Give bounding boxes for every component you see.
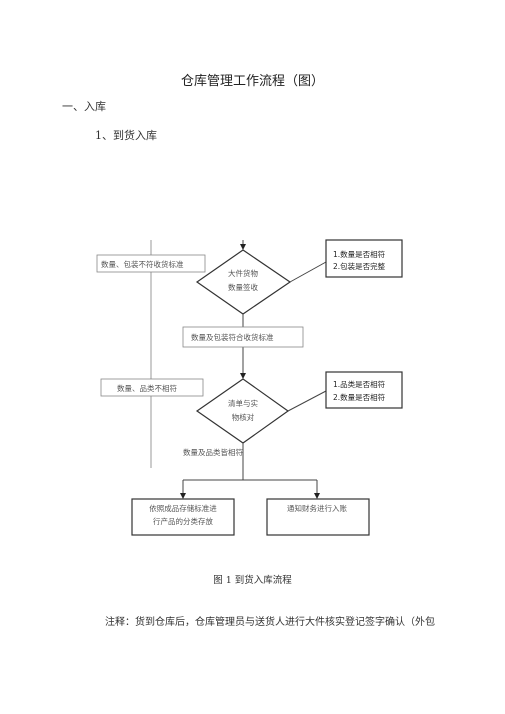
storage-box-line1: 依照成品存储标准进 [149, 503, 217, 513]
pass-box-1-label: 数量及包装符合收货标准 [191, 332, 274, 342]
finance-box-label: 通知财务进行入账 [287, 503, 347, 513]
reject-box-2-label: 数量、品类不相符 [117, 383, 177, 393]
match-label: 数量及品类皆相符 [183, 447, 243, 457]
page-title: 仓库管理工作流程（图） [180, 74, 324, 89]
diamond2-line1: 清单与实 [228, 398, 258, 408]
reject-box-1 [96, 254, 206, 273]
storage-box [131, 498, 235, 536]
diamond1-line2: 数量签收 [228, 282, 258, 292]
diamond2-line2: 物核对 [232, 412, 255, 422]
decision-diamond-2 [195, 378, 290, 444]
check-box-1-line2: 2.包装是否完整 [333, 261, 386, 271]
check-box-1 [325, 239, 403, 278]
note-paragraph: 注释：货到仓库后，仓库管理员与送货人进行大件核实登记签字确认（外包 [105, 617, 435, 628]
diamond1-to-check-box [289, 261, 327, 283]
diamond1-line1: 大件货物 [228, 268, 258, 278]
check-box-1-line1: 1.数量是否相符 [333, 249, 386, 259]
pass-box-1 [182, 326, 304, 348]
finance-box [266, 498, 370, 536]
check-box-2-line1: 1.品类是否相符 [333, 379, 386, 389]
check-box-2 [325, 371, 403, 409]
check-box-2-line2: 2.数量是否相符 [333, 392, 386, 402]
decision-diamond-1 [195, 249, 292, 315]
reject-box-1-label: 数量、包装不符收货标准 [101, 259, 184, 269]
storage-box-line2: 行产品的分类存放 [153, 516, 213, 526]
subsection-heading: 1、到货入库 [95, 129, 157, 142]
figure-caption: 图 1 到货入库流程 [213, 575, 292, 586]
section-heading: 一、入库 [62, 100, 106, 113]
diamond2-to-check-box [287, 390, 327, 412]
reject-box-2 [100, 378, 204, 397]
